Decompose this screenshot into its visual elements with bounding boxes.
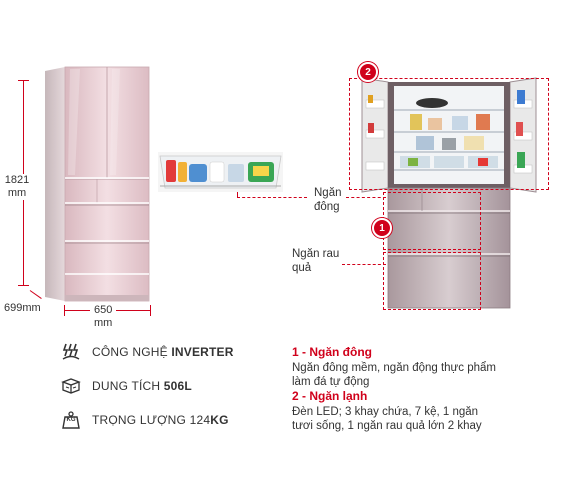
weight-icon: KG	[60, 409, 82, 431]
width-unit: mm	[94, 317, 113, 329]
width-dimension-cap-right	[150, 305, 151, 316]
height-value: 1821 mm	[2, 174, 32, 200]
height-unit: mm	[7, 187, 27, 199]
feature-list: 1 - Ngăn đông Ngăn đông mềm, ngăn động t…	[292, 345, 562, 433]
fridge-open-view	[360, 70, 540, 310]
veg-outline	[383, 252, 481, 310]
height-number: 1821	[4, 174, 30, 186]
spec-inverter-label: CÔNG NGHỆ INVERTER	[92, 345, 234, 359]
feature-fridge-desc-2: tươi sống, 1 ngăn rau quả lớn 2 khay	[292, 420, 482, 432]
spec-weight-label: TRỌNG LƯỢNG 124KG	[92, 413, 229, 427]
veg-label-line2: quả	[292, 262, 312, 274]
width-value: 650 mm	[90, 304, 117, 330]
spec-weight-value: KG	[210, 413, 229, 427]
spec-capacity: DUNG TÍCH 506L	[60, 374, 280, 398]
spec-inverter-prefix: CÔNG NGHỆ	[92, 345, 172, 359]
veg-label-line1: Ngăn rau	[292, 248, 340, 260]
feature-freezer-desc-2: làm đá tự động	[292, 376, 370, 388]
height-dimension-cap-top	[18, 80, 29, 81]
feature-freezer-desc-1: Ngăn đông mềm, ngăn động thực phẩm	[292, 362, 496, 374]
spec-weight: KG TRỌNG LƯỢNG 124KG	[60, 408, 280, 432]
drawer-connector-v	[237, 192, 239, 198]
drawer-connector-h	[237, 197, 307, 199]
inverter-icon	[60, 341, 82, 363]
width-number: 650	[94, 304, 113, 316]
width-dimension-cap-left	[64, 305, 65, 316]
spec-capacity-value: 506L	[163, 379, 192, 393]
badge-fridge-compartment: 2	[358, 62, 378, 82]
veg-connector	[342, 264, 386, 266]
freezer-outline	[383, 192, 481, 250]
feature-fridge-desc-1: Đèn LED; 3 khay chứa, 7 kệ, 1 ngăn	[292, 406, 479, 418]
badge-freezer: 1	[372, 218, 392, 238]
spec-capacity-label: DUNG TÍCH 506L	[92, 379, 192, 393]
depth-value: 699mm	[4, 302, 41, 314]
fridge-compartment-outline	[349, 78, 549, 190]
drawer-photo	[158, 152, 283, 192]
freezer-label-line2: đông	[314, 201, 340, 213]
spec-inverter: CÔNG NGHỆ INVERTER	[60, 340, 280, 364]
freezer-connector	[346, 197, 386, 199]
spec-list: CÔNG NGHỆ INVERTER DUNG TÍCH 506L KG TRỌ…	[60, 340, 280, 432]
height-dimension-cap-bottom	[18, 285, 29, 286]
veg-label: Ngăn rau quả	[292, 247, 339, 275]
fridge-front-view	[40, 65, 155, 305]
spec-inverter-value: INVERTER	[171, 345, 234, 359]
feature-fridge-title: 2 - Ngăn lạnh	[292, 389, 368, 403]
spec-capacity-prefix: DUNG TÍCH	[92, 379, 164, 393]
freezer-label-line1: Ngăn	[314, 187, 342, 199]
capacity-icon	[60, 375, 82, 397]
freezer-label: Ngăn đông	[314, 186, 342, 214]
spec-weight-prefix: TRỌNG LƯỢNG 124	[92, 413, 211, 427]
feature-freezer-title: 1 - Ngăn đông	[292, 345, 372, 359]
weight-icon-text: KG	[66, 417, 76, 423]
